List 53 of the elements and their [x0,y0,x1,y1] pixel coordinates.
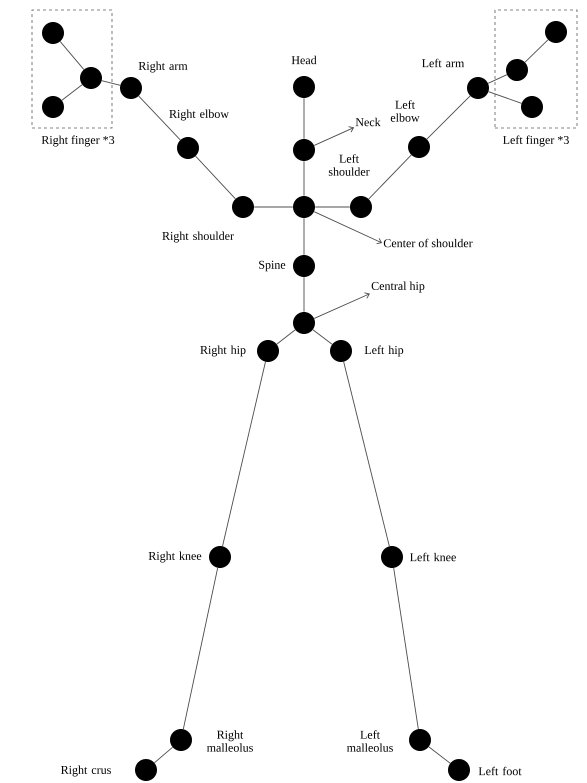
leader-arrow [314,211,382,244]
joint-label: Left knee [410,552,456,562]
joint-label: Left elbow [390,100,420,122]
bone-line [428,746,451,764]
bone-line [222,361,266,547]
joint-label: Right crus [61,766,111,776]
bone-line [276,329,296,345]
joint-dot [42,22,64,44]
bone-line [393,568,419,730]
joint-label: Spine [259,260,286,272]
bone-line [60,41,84,70]
bone-line [343,361,390,547]
bone-line [154,746,173,764]
joint-dot [293,312,315,334]
joint-label: Right arm [138,62,188,72]
bone-line [254,206,294,208]
joint-label: Right shoulder [162,232,234,242]
joint-dot [293,139,315,161]
joint-dot [42,96,64,118]
bone-line [138,96,181,140]
bone-line [368,154,412,200]
joint-label: Center of shoulder [384,238,473,248]
bone-line [314,206,350,208]
joint-label: Right hip [200,346,246,356]
joint-dot [80,67,102,89]
joint-dot [521,96,543,118]
bone-line [312,329,333,345]
bone-line [426,95,471,140]
bone-line [488,74,508,84]
joint-label: Right malleolus [206,730,253,752]
joint-label: Left hip [364,346,404,356]
box-label: Right finger *3 [42,135,114,147]
bone-line [182,568,218,730]
joint-label: Left malleolus [346,730,393,752]
joint-label: Neck [356,118,381,126]
bone-line [61,84,83,101]
joint-label: Central hip [372,282,424,292]
bone-line [524,39,548,63]
joint-dot [293,196,315,218]
leader-arrow [314,126,354,146]
joint-label: Left foot [478,766,522,776]
joint-label: Head [292,56,317,64]
box-label: Left finger *3 [503,135,569,147]
bone-line [195,156,236,200]
joint-label: Left arm [422,58,464,68]
leader-arrow [314,292,370,319]
joint-dot [545,21,567,43]
bone-line [488,91,522,104]
joint-label: Right knee [148,552,202,562]
joint-label: Left shoulder [328,154,370,176]
bone-line [101,80,121,86]
joint-label: Right elbow [169,110,229,120]
joint-dot [506,59,528,81]
